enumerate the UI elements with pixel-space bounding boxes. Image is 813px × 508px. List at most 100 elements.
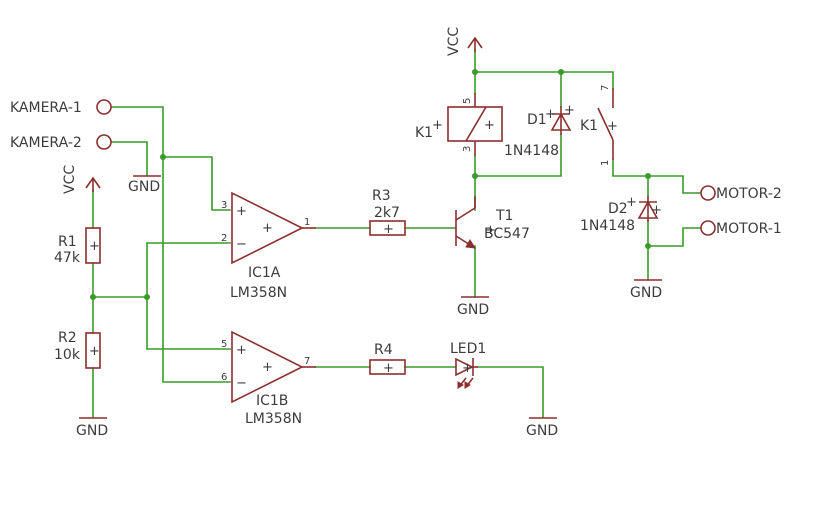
origin-mark: + [564,103,575,118]
wire-vcc-rail [474,49,614,89]
wire-contact-common [612,159,701,194]
origin-mark: + [262,221,273,236]
diode-d1: + D1 + 1N4148 [504,103,575,159]
gnd-led: GND [526,417,558,439]
gnd-emitter: GND [457,296,489,318]
component-name: K1 [580,118,598,134]
light-emission-icon [457,377,474,389]
diode-triangle-icon [637,200,659,219]
gnd-r2: GND [76,417,108,439]
junction [472,69,478,75]
component-name: R1 [58,234,77,250]
component-name: D1 [527,112,547,128]
transistor-t1: + T1 BC547 [455,196,530,249]
component-value: 1N4148 [580,218,635,234]
component-name: LED1 [450,341,486,357]
connector-motor2: MOTOR-2 [700,185,782,202]
emitter-arrow-icon [465,239,476,249]
wire-ic1a-plus [162,156,231,211]
connector-kamera1: KAMERA-1 [10,99,112,116]
pin-number: 5 [221,339,227,350]
resistor-r4: + R4 [369,342,406,376]
pin-number: 1 [600,160,611,166]
component-value: 2k7 [374,205,400,221]
junction [144,294,150,300]
junction [645,173,651,179]
connector-label: MOTOR-1 [716,221,782,237]
origin-mark: + [626,195,637,210]
gnd-label: GND [128,179,160,195]
origin-mark: + [383,222,394,237]
junction [472,173,478,179]
component-value: LM358N [245,411,302,427]
gnd-label: GND [526,423,558,439]
component-value: 47k [54,250,81,266]
resistor-body-icon [85,332,101,369]
junction [558,69,564,75]
opamp-triangle-icon [231,191,304,265]
origin-mark: + [651,203,662,218]
component-value: BC547 [484,226,530,242]
opamp-ic1b: + − + 5 6 7 IC1B LM358N [221,330,316,427]
opamp-ic1a: + − + 3 2 1 IC1A LM358N [221,191,316,301]
resistor-body-icon [369,359,406,375]
wire-d1-bottom [474,134,562,177]
component-name: IC1B [256,393,288,409]
resistor-r2: + R2 10k [54,330,101,369]
connector-label: MOTOR-2 [716,186,782,202]
wire-ic1a-minus [146,242,231,350]
resistor-r3: + R3 2k7 [369,188,406,237]
vcc-top: VCC [446,27,483,56]
gnd-motor: GND [630,279,662,301]
component-value: 10k [54,347,81,363]
junction [90,294,96,300]
wires [92,49,701,418]
vcc-left: VCC [62,165,101,194]
relay-switch-icon [597,107,614,141]
junction [645,243,651,249]
component-value: 1N4148 [504,143,559,159]
relay-k1-contact: 7 1 + K1 [580,85,618,166]
component-name: R3 [372,188,391,204]
inverting-sign: − [236,237,247,252]
component-name: IC1A [248,265,281,281]
gnd-label: GND [76,423,108,439]
connector-pad-icon [700,220,716,236]
connector-label: KAMERA-2 [10,135,82,151]
connector-label: KAMERA-1 [10,100,82,116]
gnd-kamera2: GND [128,175,161,195]
diode-triangle-icon [550,112,572,131]
gnd-label: GND [457,302,489,318]
origin-mark: + [383,361,394,376]
origin-mark: + [485,223,496,238]
origin-mark: + [262,360,273,375]
pin-number: 7 [600,85,611,91]
pin-number: 3 [462,146,473,152]
noninverting-sign: + [236,343,247,358]
component-name: D2 [608,201,628,217]
vcc-label: VCC [62,165,78,194]
pin-number: 3 [221,200,227,211]
wire-d2-bottom [647,221,701,247]
wire-kamera2 [111,141,148,176]
pin-number: 5 [462,98,473,104]
pin-number: 1 [304,217,310,228]
led-led1: + LED1 [450,341,486,389]
connector-pad-icon [96,99,112,115]
component-name: R4 [374,342,393,358]
resistor-body-icon [369,220,406,236]
pin-number: 2 [221,233,227,244]
connector-pad-icon [96,134,112,150]
origin-mark: + [462,361,473,376]
component-name: T1 [495,208,513,224]
origin-mark: + [607,119,618,134]
resistor-body-icon [85,227,101,264]
component-name: R2 [58,330,77,346]
noninverting-sign: + [236,204,247,219]
origin-mark: + [89,239,100,254]
connector-kamera2: KAMERA-2 [10,134,112,151]
opamp-triangle-icon [231,330,304,404]
component-value: LM358N [230,285,287,301]
wire-led-gnd [477,366,544,418]
